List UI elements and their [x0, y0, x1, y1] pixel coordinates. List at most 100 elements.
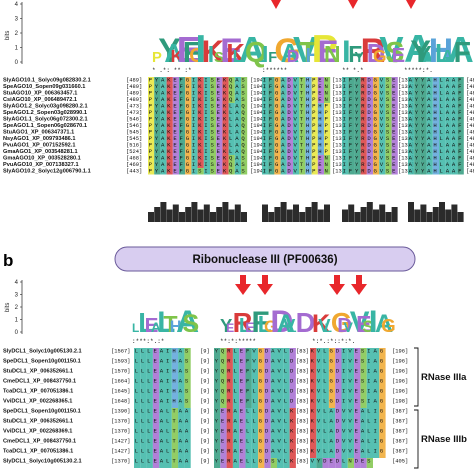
position-number: [489] [126, 91, 142, 97]
residue-cell [373, 408, 380, 418]
residue-cell [214, 418, 221, 428]
residue-cell [179, 161, 186, 168]
residue-cell [373, 168, 380, 175]
conservation-bar [342, 209, 348, 222]
position-number: [489] [126, 84, 142, 90]
residue-cell [245, 388, 252, 398]
conservation-bar [262, 204, 268, 222]
sequence-name: TcaDCL1_XP_007051386.1 [3, 389, 73, 395]
residue-cell [305, 109, 312, 116]
residue-cell [171, 428, 179, 438]
position-number: [194] [250, 110, 266, 116]
residue-cell [341, 428, 348, 438]
residue-cell [426, 96, 433, 103]
residue-cell [354, 122, 361, 129]
residue-cell [457, 129, 464, 136]
conservation-bar [179, 212, 185, 222]
axis-tick-label: 3 [15, 17, 19, 23]
residue-cell [360, 378, 367, 388]
residue-cell [241, 148, 248, 155]
residue-cell [251, 378, 259, 388]
residue-cell [154, 168, 161, 175]
residue-cell [379, 368, 386, 378]
residue-cell [251, 348, 259, 358]
residue-cell [280, 90, 287, 97]
residue-cell [171, 348, 179, 358]
residue-cell [191, 148, 198, 155]
position-number: [13] [332, 78, 345, 84]
residue-cell [414, 142, 421, 149]
residue-cell [152, 438, 160, 448]
residue-cell [335, 458, 342, 468]
residue-cell [146, 398, 153, 408]
residue-cell [228, 116, 235, 123]
residue-cell [432, 103, 439, 110]
residue-cell [445, 77, 452, 84]
conservation-bar [222, 202, 229, 222]
residue-cell [228, 161, 235, 168]
residue-cell [179, 135, 186, 142]
residue-cell [239, 378, 246, 388]
red-down-arrow-icon [271, 0, 281, 9]
residue-cell [172, 96, 179, 103]
residue-cell [216, 148, 223, 155]
position-number: [48] [466, 149, 474, 155]
residue-cell [258, 368, 265, 378]
residue-cell [251, 428, 259, 438]
residue-cell [385, 96, 392, 103]
position-number: [83] [296, 349, 309, 355]
residue-cell [216, 109, 223, 116]
sequence-name: TcaDCL1_XP_007051386.1 [3, 449, 73, 455]
residue-cell [426, 122, 433, 129]
residue-cell [289, 428, 296, 438]
sequence-name: SlyAGO1.2_Solyc03g098280.2.1 [3, 104, 88, 110]
residue-text: AYYAHLAAF [409, 116, 465, 123]
position-number: [9] [200, 449, 210, 455]
residue-cell [216, 129, 223, 136]
residue-text: YERAELLGDAVLK [215, 438, 297, 445]
residue-cell [274, 142, 281, 149]
residue-cell [283, 448, 290, 458]
position-number: [196] [392, 349, 408, 355]
position-number: [131] [398, 91, 414, 97]
residue-cell [305, 129, 312, 136]
residue-cell [310, 348, 317, 358]
residue-cell [241, 161, 248, 168]
residue-cell [286, 116, 293, 123]
residue-cell [268, 83, 275, 90]
residue-cell [148, 109, 155, 116]
residue-cell [305, 122, 312, 129]
residue-cell [210, 103, 217, 110]
residue-cell [293, 161, 300, 168]
residue-cell [335, 418, 342, 428]
axis-tick-label: 1 [15, 46, 19, 52]
residue-cell [408, 116, 415, 123]
residue-cell [166, 168, 173, 175]
conservation-bar [385, 212, 392, 222]
residue-text: KVLGDIVESIAG [311, 348, 386, 355]
group-label: RNase IIIb [421, 434, 467, 445]
residue-cell [241, 109, 248, 116]
residue-cell [178, 428, 185, 438]
residue-cell [445, 161, 452, 168]
residue-cell [270, 418, 277, 428]
residue-cell [171, 438, 179, 448]
residue-cell [324, 96, 331, 103]
position-number: [48] [466, 104, 474, 110]
residue-cell [270, 358, 277, 368]
alignment-row: VviDCL1_XP_002268365.1[1648]LLLEAIHAS[9]… [3, 398, 408, 408]
residue-cell [270, 438, 277, 448]
residue-cell [347, 388, 355, 398]
residue-cell [228, 103, 235, 110]
alignment-row: TcaDCL1_XP_007051386.1[1427]LLLEALTAA[9]… [3, 448, 408, 458]
residue-cell [264, 408, 271, 418]
position-number: [194] [250, 149, 266, 155]
residue-text: AYYAHLAAF [409, 109, 465, 116]
sequence-name: SpeAGO1.2_Sopen03g028990.1 [3, 110, 87, 116]
alignment-row: SpeDCL1_Sopen10g001150.1[1593]LLLEAIHAS[… [3, 358, 408, 368]
residue-text: AYYAHLAAF [409, 155, 465, 162]
residue-cell [373, 142, 380, 149]
residue-cell [354, 348, 361, 358]
residue-cell [420, 122, 427, 129]
residue-cell [286, 135, 293, 142]
